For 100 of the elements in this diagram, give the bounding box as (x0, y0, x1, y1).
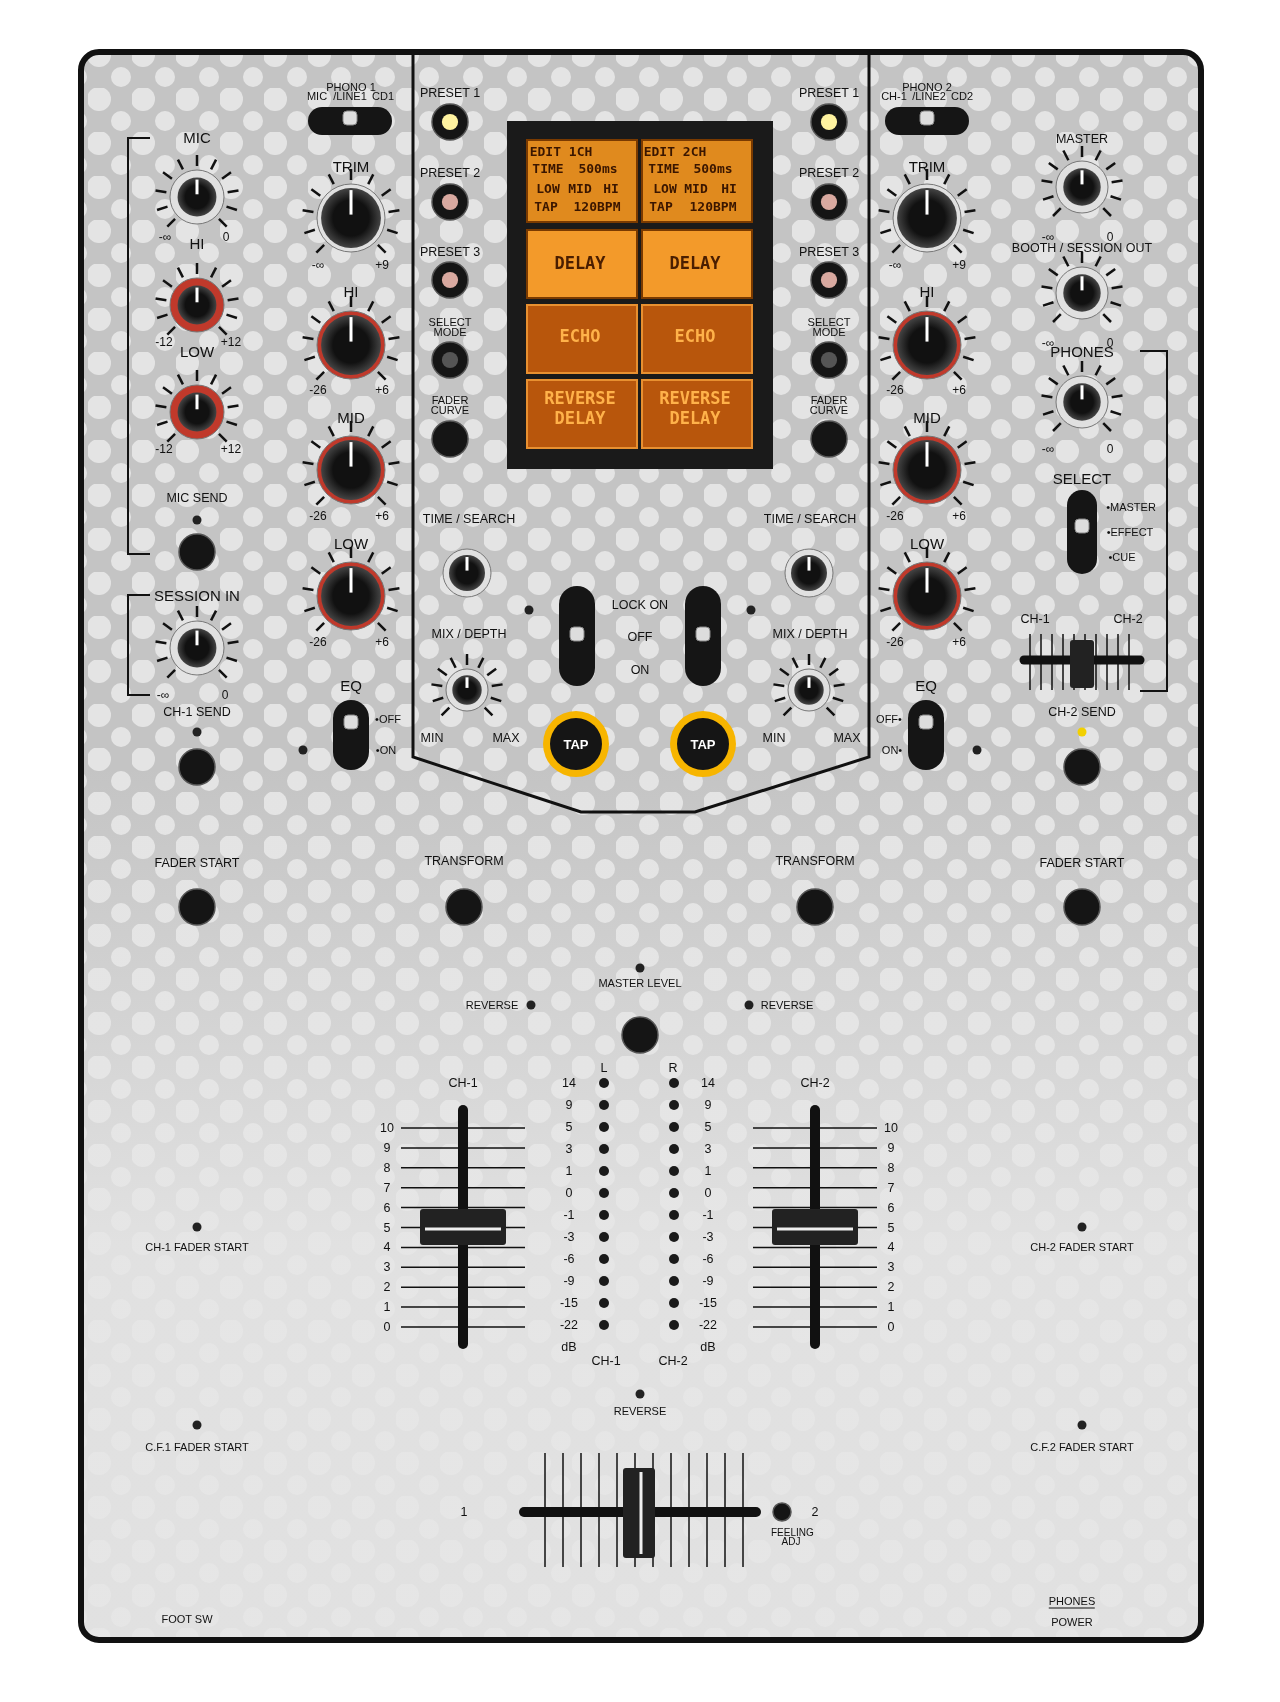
scale-number: -12 (155, 443, 173, 455)
control-label: 2 (811, 1505, 819, 1519)
scale-number: -3 (702, 1230, 714, 1244)
scale-number: +6 (375, 636, 389, 648)
scale-number: +12 (220, 443, 242, 455)
control-label: •ON (375, 744, 397, 756)
screen-text: ECHO (674, 327, 716, 345)
scale-number: +6 (952, 384, 966, 396)
button-label: TAP (690, 737, 716, 751)
control-label: OFF (627, 630, 653, 644)
screen-text: REVERSE DELAY (658, 389, 732, 429)
scale-number: 4 (887, 1241, 895, 1254)
screen-text: EDIT 2CH (643, 144, 707, 158)
control-label: CD1 (372, 90, 394, 102)
scale-number: 14 (562, 1076, 576, 1090)
control-label: CH-1 FADER START (145, 1241, 249, 1253)
control-label: SESSION IN (154, 587, 240, 603)
control-label: MIN (762, 731, 786, 745)
control-label: •MASTER (1106, 501, 1156, 513)
control-label: CH-2 (800, 1076, 830, 1090)
control-label: •EFFECT (1106, 526, 1154, 538)
scale-number: -26 (886, 636, 904, 648)
screen-text: 120BPM (689, 199, 737, 213)
control-label: 1 (460, 1505, 468, 1519)
screen-text: LOW (536, 181, 560, 195)
control-label: L (600, 1061, 608, 1075)
control-label: BOOTH / SESSION OUT (1011, 241, 1153, 255)
scale-number: 8 (887, 1161, 895, 1175)
control-label: MIN (420, 731, 444, 745)
screen-text: 120BPM (573, 199, 621, 213)
control-label: R (668, 1061, 678, 1075)
scale-number: -∞ (888, 259, 902, 271)
control-label: /LINE2 (912, 90, 946, 102)
control-label: CH-1 (881, 90, 907, 102)
scale-number: 0 (1106, 443, 1114, 455)
control-label: TRANSFORM (424, 854, 504, 868)
scale-number: 2 (383, 1280, 391, 1294)
scale-number: 0 (383, 1320, 391, 1334)
scale-number: -∞ (158, 231, 172, 243)
scale-number: -26 (886, 510, 904, 522)
control-label: CH-2 (658, 1354, 688, 1368)
scale-number: 2 (887, 1280, 895, 1294)
control-label: dB (561, 1340, 577, 1354)
control-label: PRESET 2 (419, 166, 481, 180)
control-label: ON• (881, 744, 903, 756)
scale-number: 0 (222, 231, 230, 243)
scale-number: -22 (698, 1318, 718, 1332)
control-label: FADER START (154, 856, 240, 870)
scale-number: -12 (155, 336, 173, 348)
screen-text: TIME (648, 161, 680, 175)
control-label: CH-2 SEND (1048, 705, 1116, 719)
scale-number: -∞ (1041, 231, 1055, 243)
scale-number: 9 (887, 1141, 895, 1155)
scale-number: 3 (887, 1261, 895, 1274)
screen-text: MID (568, 181, 592, 195)
scale-number: 1 (565, 1164, 573, 1178)
scale-number: 7 (383, 1181, 391, 1194)
control-label: HI (343, 283, 359, 299)
scale-number: -∞ (156, 689, 170, 701)
control-label: MIC (306, 90, 328, 102)
control-label: EQ (915, 677, 937, 693)
control-label: TRIM (908, 158, 946, 174)
control-label: /LINE1 (333, 90, 367, 102)
scale-number: 4 (383, 1241, 391, 1254)
control-label: MAX (833, 731, 861, 745)
control-label: PRESET 3 (419, 245, 481, 259)
scale-number: -∞ (311, 259, 325, 271)
scale-number: +9 (952, 259, 966, 271)
control-label: REVERSE (613, 1405, 667, 1417)
control-label: SELECT (1052, 470, 1112, 486)
control-label: TIME / SEARCH (422, 512, 516, 526)
scale-number: 8 (383, 1161, 391, 1175)
screen-text: MID (684, 181, 708, 195)
control-label: MASTER LEVEL (598, 977, 682, 989)
scale-number: 14 (701, 1076, 715, 1090)
scale-number: +9 (375, 259, 389, 271)
scale-number: -9 (702, 1274, 714, 1288)
scale-number: 6 (887, 1201, 895, 1214)
control-label: PHONO 1 (326, 81, 376, 93)
control-label: MIC SEND (166, 491, 228, 505)
control-label: dB (700, 1340, 716, 1354)
control-label: LOW (179, 343, 215, 359)
scale-number: 0 (221, 689, 229, 701)
scale-number: 7 (887, 1181, 895, 1194)
control-label: TIME / SEARCH (763, 512, 857, 526)
control-label: MID (337, 409, 365, 425)
scale-number: -26 (309, 510, 327, 522)
control-label: MASTER (1055, 132, 1109, 146)
control-label: FADER CURVE (808, 396, 850, 416)
scale-number: +6 (952, 510, 966, 522)
scale-number: -∞ (1041, 443, 1055, 455)
control-label: PRESET 1 (419, 86, 481, 100)
screen-text: LOW (653, 181, 677, 195)
control-label: CH-1 (1020, 612, 1050, 626)
control-label: FADER START (1039, 856, 1125, 870)
scale-number: -6 (702, 1252, 714, 1266)
control-label: CH-1 (591, 1354, 621, 1368)
scale-number: -6 (563, 1252, 575, 1266)
control-label: LOW (909, 535, 945, 551)
scale-number: 10 (380, 1121, 394, 1135)
